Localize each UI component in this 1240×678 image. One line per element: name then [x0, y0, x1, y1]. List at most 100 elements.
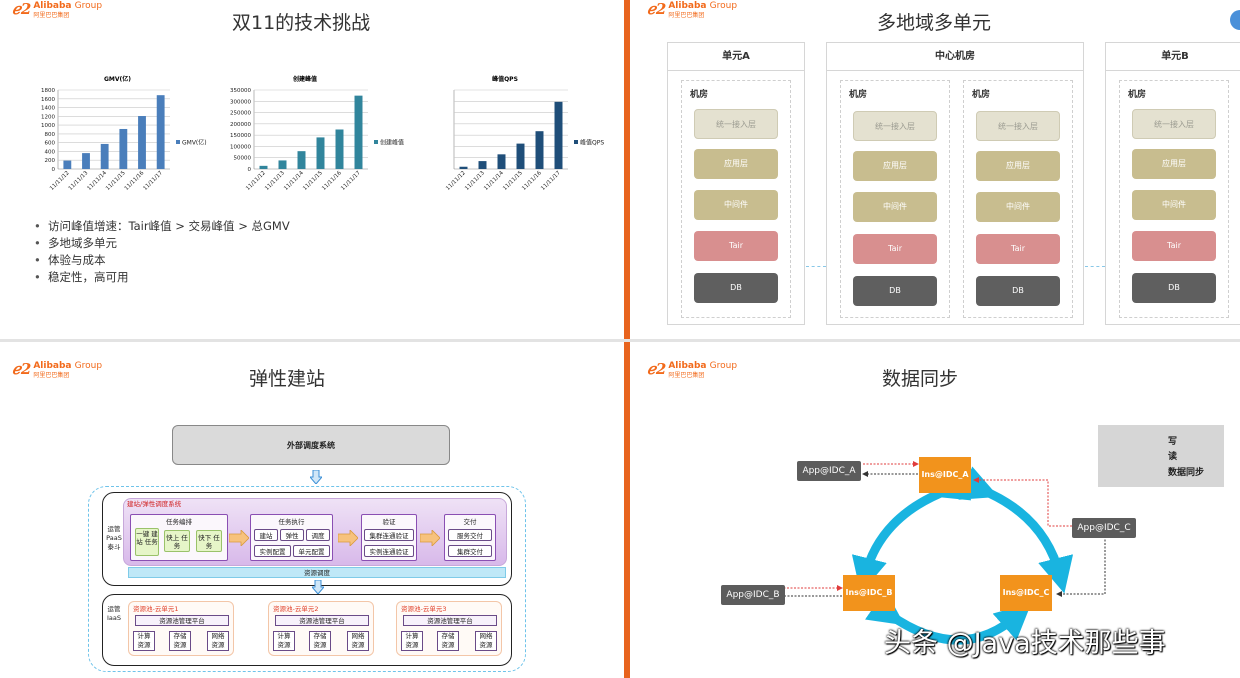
verify-item: 实例连通验证	[364, 545, 414, 557]
layer-block: 应用层	[1132, 149, 1216, 179]
alibaba-logo-icon: ℯ2	[647, 0, 667, 18]
y-tick-label: 1800	[41, 88, 55, 94]
read-line	[1056, 536, 1106, 597]
pool-title: 资源池-云单元1	[133, 605, 179, 613]
room-title: 机房	[849, 90, 868, 100]
layer-block: 中间件	[694, 190, 778, 220]
room-title: 机房	[972, 90, 991, 100]
room-title: 机房	[1128, 90, 1147, 100]
chart-title: GMV(亿)	[103, 76, 132, 83]
peak-qps-chart-svg: 11/11/1211/11/1311/11/1411/11/1511/11/16…	[445, 89, 604, 192]
bar	[119, 128, 128, 169]
bar	[297, 151, 306, 169]
group-title: 交付	[463, 518, 477, 526]
alibaba-logo-icon: ℯ2	[12, 360, 32, 378]
bar	[554, 101, 563, 169]
resource-item: 计算 资源	[133, 631, 155, 651]
layer-block: DB	[1132, 273, 1216, 303]
y-tick-label: 1400	[41, 106, 55, 112]
bullet-item: 多地域多单元	[34, 235, 290, 252]
group-title: 任务执行	[278, 518, 305, 526]
y-tick-label: 1000	[41, 123, 55, 129]
column-header: 单元A	[668, 43, 804, 71]
slide1-bullets: 访问峰值增速：Tair峰值 > 交易峰值 > 总GMV 多地域多单元 体验与成本…	[34, 218, 290, 286]
delivery-item: 集群交付	[448, 545, 492, 557]
bar	[459, 166, 468, 169]
x-tick-label: 11/11/17	[142, 170, 164, 192]
sync-arrow	[864, 589, 1032, 645]
bar	[82, 153, 90, 169]
layer-block: 应用层	[694, 149, 778, 179]
y-tick-label: 400	[45, 149, 56, 155]
bar	[138, 116, 146, 169]
pool-manager: 资源池管理平台	[403, 615, 497, 626]
exec-item: 单元配置	[293, 545, 330, 557]
logo-brand: Alibaba	[33, 361, 72, 371]
y-tick-label: 600	[45, 141, 56, 147]
layer-block: Tair	[694, 231, 778, 261]
bullet-item: 访问峰值增速：Tair峰值 > 交易峰值 > 总GMV	[34, 218, 290, 235]
delivery-item: 服务交付	[448, 529, 492, 541]
ins-idc-a: Ins@IDC_A	[919, 457, 971, 493]
bar	[316, 137, 325, 169]
flow-arrow-icon	[420, 530, 440, 546]
y-tick-label: 200	[45, 158, 56, 164]
resource-item: 网络 资源	[347, 631, 369, 651]
layer-block: 中间件	[853, 192, 937, 222]
exec-item: 弹性	[280, 529, 304, 541]
bar	[156, 95, 165, 169]
legend-box: 写 读 数据同步	[1098, 425, 1224, 487]
layer-block: 应用层	[853, 151, 937, 181]
y-tick-label: 1600	[41, 97, 55, 103]
page-badge-icon	[1230, 10, 1240, 30]
chart-title: 创建峰值	[292, 76, 317, 83]
y-tick-label: 0	[52, 167, 56, 173]
task-card: 快下 任务	[196, 530, 222, 552]
legend-swatch	[374, 140, 378, 144]
resource-item: 网络 资源	[475, 631, 497, 651]
system-label: 建站/弹性调度系统	[127, 500, 182, 508]
resource-scheduling-bar: 资源调度	[128, 567, 506, 578]
logo-cn: 阿里巴巴集团	[33, 12, 70, 19]
slide1-title: 双11的技术挑战	[232, 12, 371, 34]
app-idc-a: App@IDC_A	[797, 461, 861, 481]
write-line	[973, 477, 1072, 527]
resource-item: 存储 资源	[437, 631, 459, 651]
logo-cn: 阿里巴巴集团	[668, 12, 705, 19]
layer-block: 统一接入层	[976, 111, 1060, 141]
logo-group: Group	[74, 361, 103, 371]
gmv-chart: GMV(亿) 0 200 400 600 800 1000 1200 1400 1600 1800…	[30, 74, 215, 209]
bar	[354, 95, 363, 169]
exec-item: 建站	[254, 529, 278, 541]
task-card: 快上 任务	[164, 530, 190, 552]
exec-item: 调度	[306, 529, 330, 541]
y-tick-label: 200000	[230, 122, 251, 128]
external-scheduler: 外部调度系统	[172, 425, 450, 465]
layer-block: 应用层	[976, 151, 1060, 181]
bullet-item: 体验与成本	[34, 252, 290, 269]
x-tick-label: 11/11/12	[245, 170, 267, 192]
x-tick-label: 11/11/17	[340, 170, 362, 192]
legend-read: 读	[1168, 452, 1178, 462]
y-tick-label: 1200	[41, 114, 55, 120]
app-idc-b: App@IDC_B	[721, 585, 785, 605]
iaas-layer	[102, 594, 512, 666]
ins-idc-c: Ins@IDC_C	[1000, 575, 1052, 611]
resource-item: 存储 资源	[309, 631, 331, 651]
layer-block: 中间件	[976, 192, 1060, 222]
y-tick-label: 100000	[230, 144, 251, 150]
legend-label: 峰值QPS	[580, 139, 604, 147]
alibaba-logo-icon: ℯ2	[12, 0, 32, 18]
column-header: 单元B	[1106, 43, 1240, 71]
flow-arrow-icon	[229, 530, 249, 546]
chart-title: 峰值QPS	[492, 76, 518, 83]
iaas-side-label: 运管 IaaS	[106, 605, 121, 622]
y-tick-label: 800	[45, 132, 56, 138]
logo-cn: 阿里巴巴集团	[668, 372, 705, 379]
verify-item: 集群连通验证	[364, 529, 414, 541]
